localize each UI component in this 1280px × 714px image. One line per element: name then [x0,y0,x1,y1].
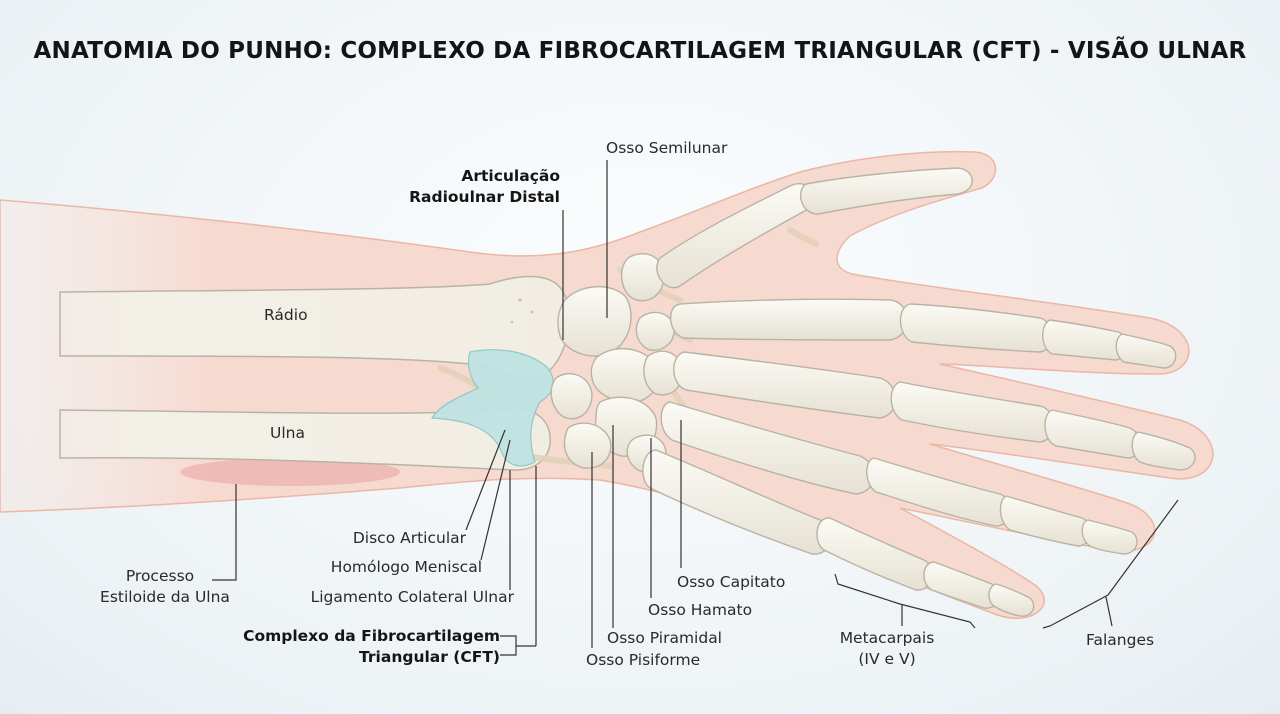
label-ulna: Ulna [270,424,305,442]
label-processo-line1: Processo [125,567,195,585]
label-cft-line1: Complexo da Fibrocartilagem [243,627,500,645]
carpal-bones [550,253,683,473]
label-osso-semilunar: Osso Semilunar [606,139,728,157]
label-osso-piramidal: Osso Piramidal [607,629,722,647]
label-processo-line2: Estiloide da Ulna [100,588,230,606]
label-metacarpais-line1: Metacarpais [839,629,935,647]
leader-lines [212,160,1179,656]
label-metacarpais-line2: (IV e V) [858,650,916,668]
label-disco-articular: Disco Articular [352,529,466,547]
label-cft-line2: Triangular (CFT) [359,648,500,666]
ulna-bone [59,407,551,471]
hand-bones [642,167,1196,617]
page-title: ANATOMIA DO PUNHO: COMPLEXO DA FIBROCART… [33,38,1247,64]
label-homologo-meniscal: Homólogo Meniscal [330,558,482,576]
label-articulacao-line2: Radioulnar Distal [409,188,560,206]
label-articulacao-line1: Articulação [461,167,560,185]
label-radio: Rádio [264,306,308,324]
muscle-tint [180,458,400,486]
label-osso-hamato: Osso Hamato [648,601,753,619]
label-osso-capitato: Osso Capitato [677,573,786,591]
label-osso-pisiforme: Osso Pisiforme [586,651,701,669]
tfcc-cartilage [430,349,554,467]
label-ligamento-colateral-ulnar: Ligamento Colateral Ulnar [310,588,514,606]
label-falanges: Falanges [1086,631,1155,649]
